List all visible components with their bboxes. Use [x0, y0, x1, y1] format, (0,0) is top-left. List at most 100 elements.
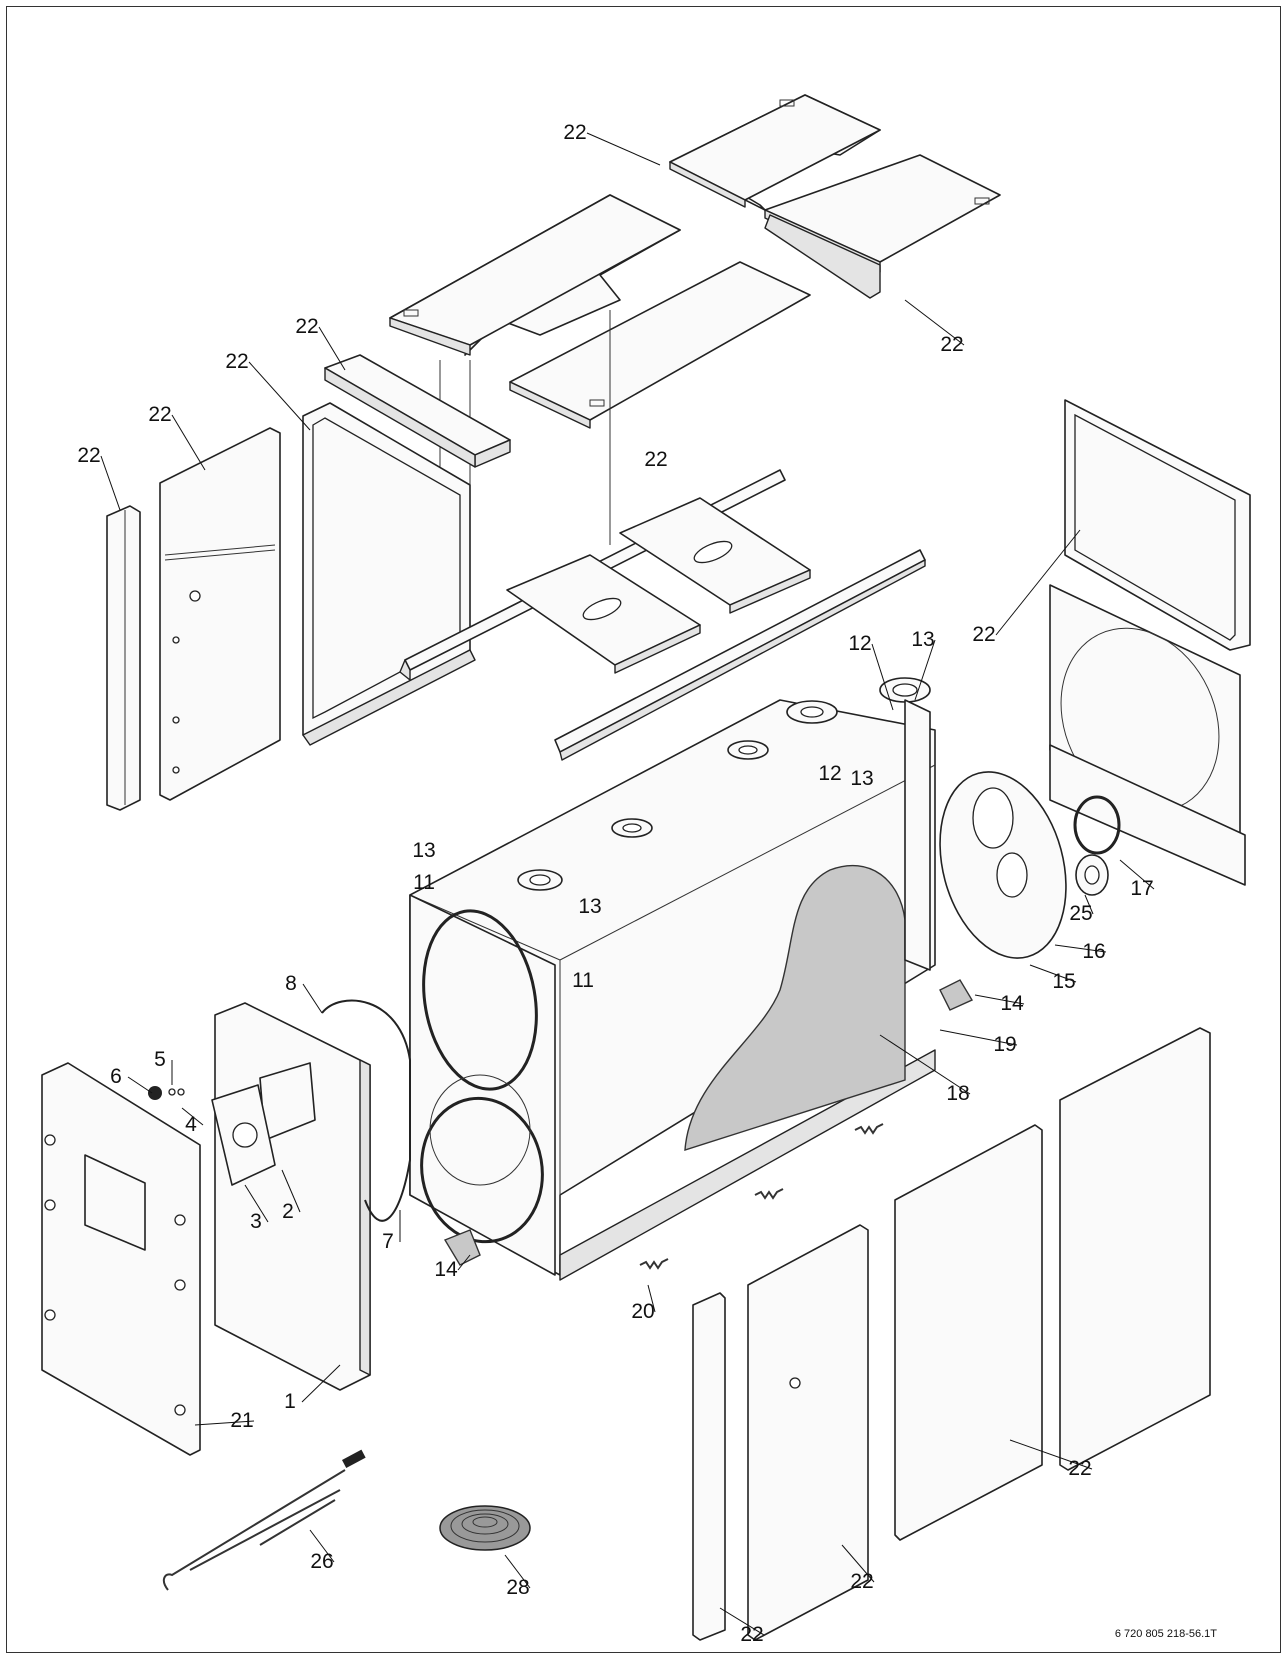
gasket-ring [1073, 795, 1121, 855]
document-code: 6 720 805 218-56.1T [1114, 1628, 1217, 1640]
callout-c22f: 22 [77, 444, 100, 467]
callout-c11a: 11 [413, 871, 435, 894]
callout-c11b: 11 [572, 969, 594, 992]
callout-c18: 18 [946, 1082, 969, 1105]
seal-ring [1075, 854, 1109, 896]
callout-c15: 15 [1052, 970, 1075, 993]
panel-side-right [1059, 1027, 1211, 1471]
leader-line-c3 [244, 1184, 269, 1223]
callout-c1: 1 [284, 1390, 296, 1413]
rear-panel-upper [1064, 399, 1251, 651]
callout-c13c: 13 [412, 839, 435, 862]
flange-1 [517, 869, 563, 891]
callout-c4: 4 [185, 1113, 197, 1136]
callout-c20: 20 [631, 1300, 654, 1323]
leader-line-c18 [879, 1034, 971, 1095]
flange-2 [611, 818, 653, 838]
leader-line-c22k [719, 1607, 765, 1636]
bracket-front [443, 1229, 481, 1266]
callout-c7: 7 [382, 1230, 394, 1253]
leader-line-c22c [318, 326, 346, 371]
leader-line-c26 [309, 1529, 335, 1563]
leader-line-c14a [974, 994, 1025, 1005]
callout-c14a: 14 [1000, 992, 1024, 1015]
burner-door [214, 1002, 371, 1391]
callout-c22g: 22 [644, 448, 667, 471]
leader-line-c22e [171, 414, 206, 471]
side-frame [904, 699, 931, 971]
leader-line-c17 [1119, 859, 1155, 890]
leader-line-c8 [302, 983, 323, 1014]
leader-line-c22a [586, 132, 661, 166]
callout-c2: 2 [282, 1200, 294, 1223]
leader-line-c6 [127, 1076, 153, 1094]
body-front-plate [409, 894, 556, 1276]
callout-c13d: 13 [578, 895, 601, 918]
cleaning-brushes [162, 1449, 366, 1591]
drawing-frame [6, 6, 1281, 1653]
top-plate-rear-right [764, 154, 1001, 299]
cross-member [324, 354, 511, 468]
callout-c22d: 22 [225, 350, 248, 373]
callout-c12b: 12 [818, 762, 841, 785]
callout-c14b: 14 [434, 1258, 458, 1281]
leader-line-c22j [841, 1544, 875, 1583]
callout-c22e: 22 [148, 403, 171, 426]
door-seal-rope [321, 999, 411, 1222]
side-panel-left [159, 427, 281, 801]
callout-c21: 21 [230, 1409, 253, 1432]
callout-c22j: 22 [850, 1570, 873, 1593]
door-plate [211, 1084, 276, 1186]
callout-c16: 16 [1082, 940, 1105, 963]
callout-c22a: 22 [563, 121, 586, 144]
leader-line-c22b [904, 299, 965, 346]
leader-line-c22f [100, 455, 121, 511]
leader-line-c20 [647, 1284, 656, 1313]
flange-5 [879, 677, 931, 703]
leader-line-c12a [871, 643, 894, 711]
top-plate-rear-left [669, 94, 881, 211]
side-frame-panel [302, 402, 476, 746]
callout-c28: 28 [506, 1576, 529, 1599]
leader-line-c21 [194, 1420, 255, 1426]
leader-line-c19 [939, 1029, 1018, 1046]
callout-c22b: 22 [940, 333, 963, 356]
insulation-jacket [684, 865, 906, 1151]
top-cover-plate-left [389, 194, 681, 356]
leader-line-c2 [281, 1169, 301, 1213]
callout-c22i: 22 [1068, 1457, 1091, 1480]
heating-coil [439, 1505, 531, 1551]
leader-line-c15 [1029, 964, 1077, 983]
callout-c3: 3 [250, 1210, 262, 1233]
flange-4 [786, 700, 838, 724]
leader-line-c1 [301, 1364, 341, 1403]
front-casing [41, 1062, 201, 1456]
inner-plate-left [506, 554, 701, 674]
callout-c22h: 22 [972, 623, 995, 646]
rear-door [939, 771, 1067, 959]
side-strip-left [106, 505, 141, 811]
leader-line-c22d [248, 361, 311, 431]
callout-c6: 6 [110, 1065, 122, 1088]
flange-3 [727, 740, 769, 760]
callout-c12a: 12 [848, 632, 871, 655]
inner-plate-right [619, 497, 811, 614]
panel-door [747, 1224, 869, 1641]
callout-c19: 19 [993, 1033, 1016, 1056]
callout-c13b: 13 [850, 767, 873, 790]
callout-c13a: 13 [911, 628, 934, 651]
panel-side-middle [894, 1124, 1043, 1541]
callout-leaders [100, 132, 1155, 1636]
callout-c8: 8 [285, 972, 297, 995]
leader-line-c16 [1054, 944, 1107, 953]
callout-c22c: 22 [295, 315, 318, 338]
panel-strip [692, 1292, 726, 1641]
leader-line-c22h [995, 529, 1081, 636]
callout-c22k: 22 [740, 1623, 763, 1646]
callout-c26: 26 [310, 1550, 333, 1573]
leader-line-c28 [504, 1554, 531, 1589]
bracket-rear [939, 979, 974, 1011]
nut-parts [148, 1086, 185, 1100]
callout-c25: 25 [1069, 902, 1092, 925]
